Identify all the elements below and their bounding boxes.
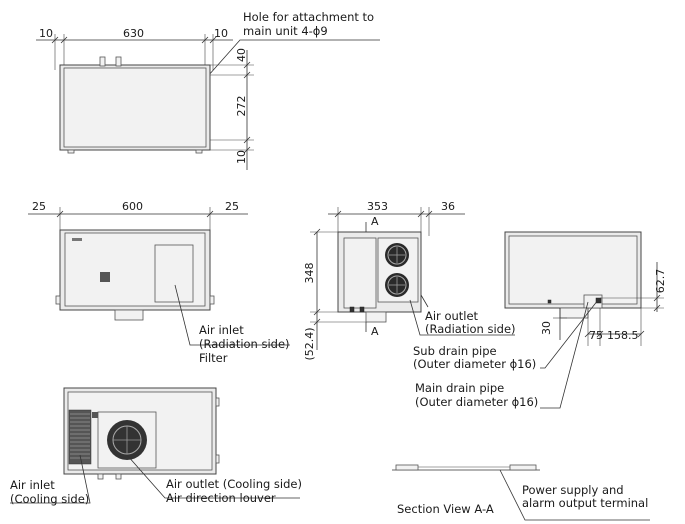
- sub-drain-label-2: (Outer diameter ϕ16): [413, 357, 537, 371]
- air-outlet-rad-label-2: (Radiation side): [425, 322, 516, 336]
- front-view: [28, 207, 290, 346]
- bottom-view: [10, 387, 300, 504]
- dim-front-right: 25: [225, 200, 239, 213]
- power-label-2: alarm output terminal: [522, 496, 649, 510]
- side-view: [310, 207, 515, 350]
- dim-side-below: (52.4): [303, 327, 316, 361]
- dim-back-627: 62.7: [654, 268, 667, 294]
- dim-side-extra: 36: [441, 200, 455, 213]
- dim-front-width: 600: [122, 200, 143, 213]
- dim-front-left: 25: [32, 200, 46, 213]
- main-drain-label-1: Main drain pipe: [415, 381, 505, 395]
- section-a-bottom: A: [371, 325, 379, 338]
- hole-label-line1: Hole for attachment to: [243, 10, 375, 24]
- filter-label: Filter: [199, 351, 228, 365]
- section-view: [392, 464, 650, 521]
- dim-side-depth: 353: [367, 200, 388, 213]
- louver-label: Air direction louver: [166, 491, 276, 505]
- power-label-1: Power supply and: [522, 483, 624, 497]
- air-outlet-rad-label-1: Air outlet: [425, 309, 479, 323]
- dim-top-width: 630: [123, 27, 144, 40]
- air-outlet-cool-label: Air outlet (Cooling side): [166, 477, 302, 491]
- main-drain-label-2: (Outer diameter ϕ16): [415, 395, 539, 409]
- dim-top-h3: 10: [235, 150, 248, 164]
- dim-top-right: 10: [214, 27, 228, 40]
- air-inlet-rad-label-1: Air inlet: [199, 323, 244, 337]
- air-inlet-cool-label-1: Air inlet: [10, 478, 55, 492]
- air-inlet-rad-label-2: (Radiation side): [199, 337, 290, 351]
- section-a-top: A: [371, 215, 379, 228]
- top-view: [36, 34, 380, 170]
- dim-back-1585: 158.5: [607, 329, 639, 342]
- sub-drain-label-1: Sub drain pipe: [413, 344, 497, 358]
- back-view: [504, 231, 664, 409]
- dim-top-h1: 40: [235, 48, 248, 62]
- section-view-label: Section View A-A: [397, 502, 494, 516]
- dim-back-30: 30: [540, 321, 553, 335]
- dim-top-left: 10: [39, 27, 53, 40]
- dim-side-height: 348: [303, 262, 316, 284]
- dim-back-75: 75: [589, 329, 603, 342]
- air-inlet-cool-label-2: (Cooling side): [10, 492, 90, 506]
- hole-label-line2: main unit 4-ϕ9: [243, 24, 328, 38]
- dim-top-h2: 272: [235, 95, 248, 117]
